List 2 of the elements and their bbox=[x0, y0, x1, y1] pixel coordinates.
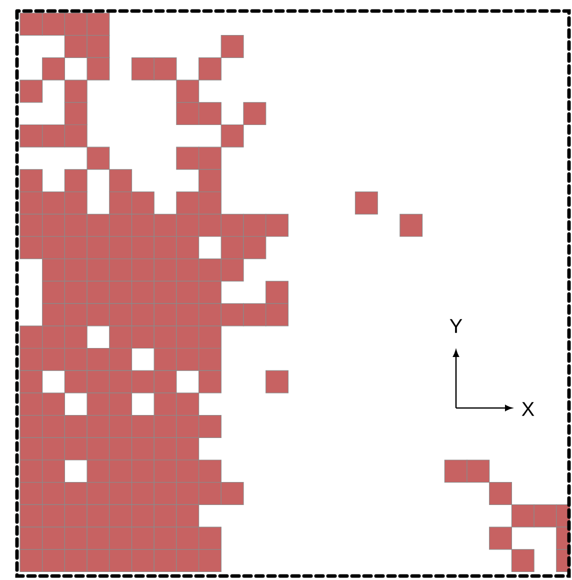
axis-label: X bbox=[522, 402, 534, 416]
axis-label: Y bbox=[450, 319, 462, 333]
